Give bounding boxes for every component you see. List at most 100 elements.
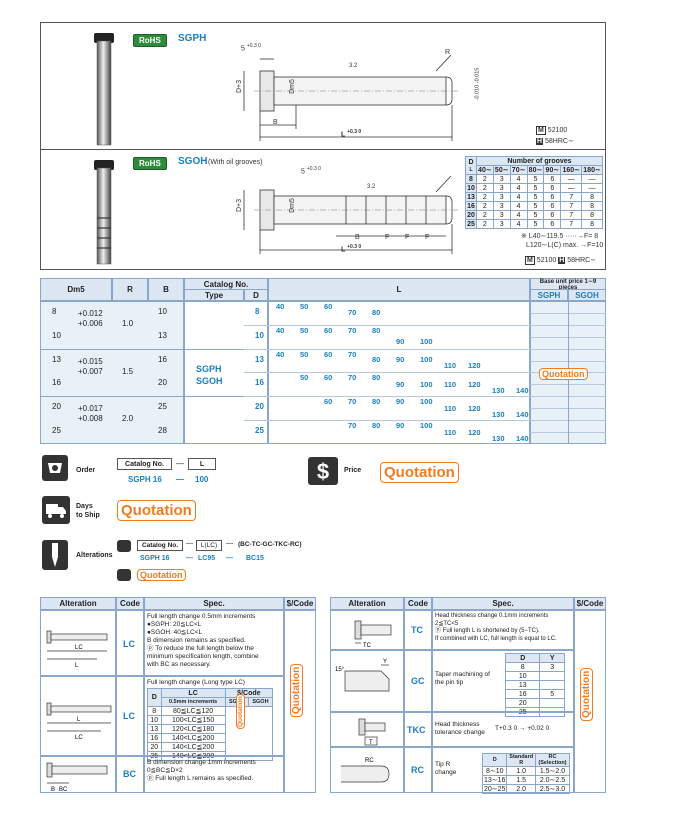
lc-long-d: 20 — [147, 742, 162, 752]
grooves-cell: 4 — [509, 219, 528, 229]
grooves-cell: 2 — [475, 174, 494, 184]
l-value: 100 — [420, 421, 433, 430]
l-value: 50 — [300, 349, 309, 359]
spec-line: Head thickness — [435, 721, 480, 728]
alt-left-quotation: Quotation — [290, 663, 303, 717]
grooves-cell: 5 — [526, 174, 545, 184]
product-desc: (With oil grooves) — [208, 159, 263, 166]
rc-cell: 1.0 — [506, 766, 536, 776]
r-value: 2.0 — [122, 414, 134, 424]
type-label-sgoh: SGOH — [196, 376, 223, 386]
b-value: 25 — [158, 402, 167, 412]
l-value: 40 — [276, 349, 285, 359]
alt-code-tc: TC — [411, 625, 423, 635]
order-example-dash: — — [176, 475, 184, 484]
l-value: 50 — [300, 302, 309, 311]
grooves-col-header: 160∼ — [560, 165, 583, 175]
d-value: 25 — [255, 426, 264, 435]
d-row-separator — [244, 372, 530, 374]
alt-right-h-price: $/Code — [574, 597, 606, 610]
days-label-1: Days — [76, 503, 93, 510]
alt-rc-code-cell — [404, 747, 432, 793]
l-value: 110 — [444, 404, 457, 414]
gc-d: 20 — [504, 698, 541, 708]
header-d: D — [244, 289, 268, 301]
grooves-cell: 6 — [543, 174, 562, 184]
main-spec-table: Dm5 R B Catalog No. Type D L Base unit p… — [40, 278, 606, 444]
l-value: 140 — [516, 434, 529, 443]
alteration-table-right: Alteration Code Spec. $/Code TC TC Head … — [330, 597, 606, 794]
grooves-title: Number of grooves — [475, 156, 604, 166]
alt-example-code: SGPH 16 — [140, 555, 170, 562]
l-value: 60 — [324, 373, 333, 383]
grooves-col-header: 50∼ — [492, 165, 511, 175]
d-value: 8 — [255, 307, 260, 316]
grooves-cell: 5 — [526, 201, 545, 211]
lc-long-range: 120<LC≦180 — [160, 724, 226, 734]
lc-long-range: 80≦LC≦120 — [160, 706, 226, 716]
spec-line: Taper machining of — [435, 671, 490, 678]
svg-text:Y: Y — [383, 659, 387, 665]
alt-left-h-price: $/Code — [284, 597, 316, 610]
l-value: 140 — [516, 410, 529, 420]
grooves-cell: — — [560, 174, 583, 184]
b-label: B — [273, 119, 278, 126]
spec-line: 0≦BC≦D×2 — [147, 767, 183, 774]
sgoh-drawing — [243, 175, 458, 254]
grooves-row-d: 25 — [465, 219, 477, 229]
grooves-cell: 6 — [543, 192, 562, 202]
dm-value: 16 — [52, 378, 61, 388]
grooves-row-d: 13 — [465, 192, 477, 202]
d-value: 13 — [255, 354, 264, 364]
l-value: 130 — [492, 386, 505, 396]
alt-catalog-box: Catalog No. — [137, 540, 183, 551]
dm5-label: Dm5 — [288, 198, 296, 213]
gc-y — [539, 680, 565, 690]
l-value: 70 — [348, 397, 357, 407]
rc-cell: 20∼25 — [481, 784, 508, 794]
grooves-cell: 3 — [492, 183, 511, 193]
lc-long-range: 100<LC≦150 — [160, 715, 226, 725]
dm-tolerance: +0.017 — [78, 404, 103, 414]
lc-long-range: 140<LC≦200 — [160, 733, 226, 743]
gc-d: 16 — [504, 689, 541, 699]
d-value: 20 — [255, 402, 264, 412]
alt-right-quotation: Quotation — [580, 667, 593, 721]
lc-long-d: 16 — [147, 733, 162, 743]
price-quotation-large: Quotation — [380, 462, 459, 483]
dm-tolerance: +0.008 — [78, 414, 103, 424]
tkc-tolerance: T+0.3 0 → +0.02 0 — [495, 725, 550, 732]
grooves-cell: — — [581, 174, 603, 184]
gc-y — [539, 698, 565, 708]
dm-value: 25 — [52, 426, 61, 435]
grooves-cell: 7 — [560, 201, 583, 211]
spec-line: ⓟ Full length L is shortened by (5−TC). — [435, 628, 540, 634]
spec-line: ●SGPH: 20≦LC<L — [147, 621, 202, 628]
rough-label: 3.2 — [367, 184, 376, 190]
price-quotation: Quotation — [539, 368, 588, 380]
alt-code-bc: BC — [123, 769, 136, 779]
grooves-cell: 2 — [475, 210, 494, 220]
alt-lc-spec: Full length change 0.5mm increments●SGPH… — [147, 613, 259, 669]
l-value: 70 — [348, 421, 357, 430]
l-value: 80 — [372, 421, 381, 430]
alt-tc-spec-cell — [432, 610, 574, 650]
l-value: 100 — [420, 336, 433, 346]
gc-y: 5 — [539, 689, 565, 699]
svg-text:T: T — [369, 740, 373, 746]
dm-tolerance: +0.012 — [78, 309, 103, 318]
lc-long-price-cell — [224, 706, 274, 761]
gc-y — [539, 671, 565, 681]
price-icon: $ — [308, 457, 338, 485]
lc-long-range: 140<LC≦200 — [160, 742, 226, 752]
order-catalog-box: Catalog No. — [117, 458, 172, 470]
alt-right-h-spec: Spec. — [432, 597, 574, 610]
l-value: 60 — [324, 302, 333, 311]
alt-rc-image-cell: RC — [330, 747, 404, 793]
